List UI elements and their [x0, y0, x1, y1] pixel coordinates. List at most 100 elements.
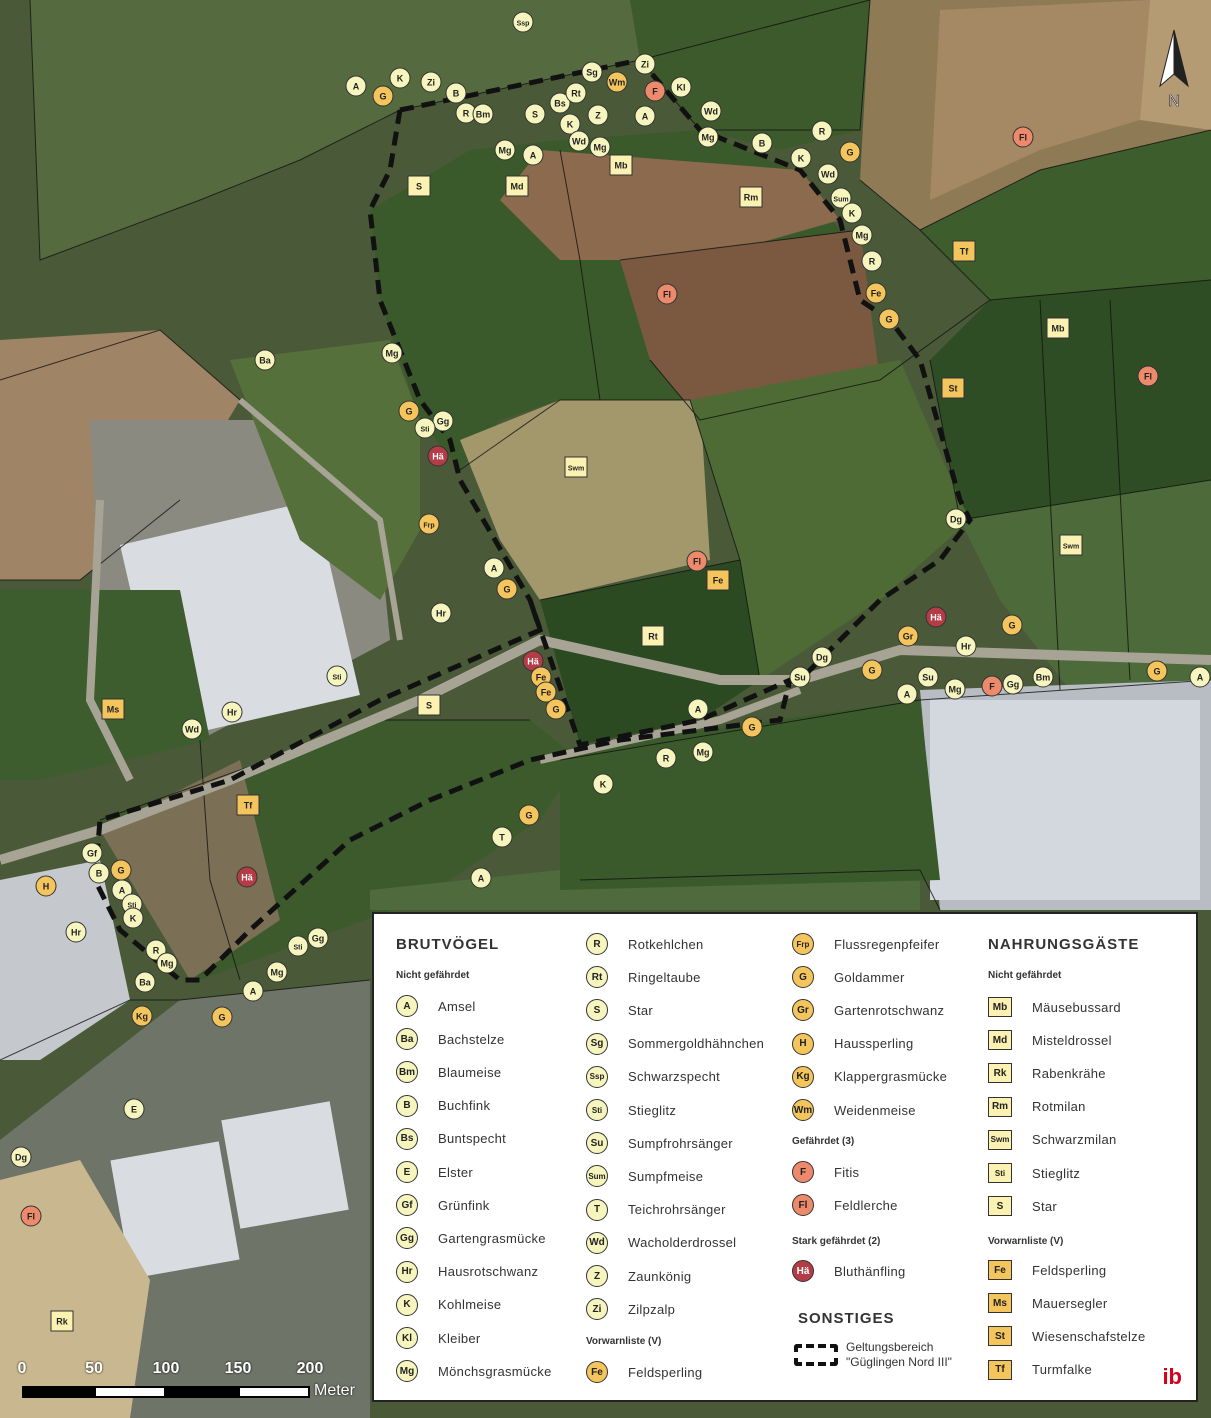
svg-text:Su: Su [922, 673, 934, 683]
species-marker-hr: Hr [955, 635, 977, 657]
species-marker-gf: Gf [81, 842, 103, 864]
svg-text:Hä: Hä [432, 452, 444, 462]
legend-symbol: Hr [396, 1260, 418, 1283]
north-arrow: N [1159, 29, 1189, 110]
legend-sub-nicht-gefaehrdet: Nicht gefährdet [396, 970, 470, 981]
legend-label: Weidenmeise [834, 1102, 916, 1118]
species-marker-hä: Hä [236, 866, 258, 888]
legend-symbol: Ms [988, 1293, 1012, 1314]
species-marker-g: G [741, 716, 763, 738]
species-marker-dg: Dg [811, 646, 833, 668]
svg-text:Mg: Mg [271, 968, 284, 978]
legend-symbol: Wd [586, 1231, 608, 1254]
legend-label: Star [1032, 1198, 1058, 1214]
legend-item-boundary: Geltungsbereich "Güglingen Nord III" [794, 1340, 976, 1369]
species-marker-su: Su [917, 666, 939, 688]
svg-text:Gg: Gg [437, 417, 450, 427]
species-marker-dg: Dg [945, 508, 967, 530]
legend-label: Sommergoldhähnchen [628, 1036, 765, 1052]
species-marker-f: F [981, 675, 1003, 697]
species-marker-a: A [483, 557, 505, 579]
legend-symbol: Fl [792, 1194, 814, 1216]
species-marker-g: G [861, 659, 883, 681]
svg-text:Dg: Dg [816, 653, 828, 663]
legend-item-h: H Haussperling [792, 1031, 913, 1057]
svg-text:Mg: Mg [386, 349, 399, 359]
legend-symbol: Sti [988, 1163, 1012, 1183]
species-marker-kg: Kg [131, 1005, 153, 1027]
svg-text:Wd: Wd [704, 107, 718, 117]
species-marker-hä: Hä [427, 445, 449, 467]
legend-symbol: Su [586, 1132, 608, 1155]
species-marker-gr: Gr [897, 625, 919, 647]
legend-symbol: E [396, 1161, 418, 1183]
legend-symbol: Bm [396, 1061, 418, 1084]
legend-symbol: H [792, 1032, 814, 1055]
svg-text:Dg: Dg [15, 1153, 27, 1163]
nahrungsgast-marker-md: Md [505, 175, 529, 197]
species-marker-mg: Mg [851, 224, 873, 246]
svg-text:Mb: Mb [615, 161, 628, 171]
species-marker-sum: Sum [830, 187, 852, 209]
species-marker-g: G [878, 308, 900, 330]
svg-text:S: S [426, 701, 432, 711]
svg-text:Gg: Gg [1007, 680, 1020, 690]
svg-text:Rt: Rt [571, 89, 581, 99]
svg-text:Swm: Swm [568, 466, 584, 473]
legend-symbol: Swm [988, 1129, 1012, 1150]
species-marker-g: G [211, 1006, 233, 1028]
species-marker-bm: Bm [1032, 666, 1054, 688]
north-label: N [1168, 93, 1180, 110]
species-marker-wm: Wm [606, 71, 628, 93]
nahrungsgast-marker-tf: Tf [236, 794, 260, 816]
svg-text:Zi: Zi [641, 60, 649, 70]
svg-text:A: A [353, 82, 360, 92]
svg-text:A: A [119, 886, 126, 896]
legend-label: Stieglitz [628, 1102, 677, 1118]
species-marker-mg: Mg [589, 136, 611, 158]
species-marker-sg: Sg [581, 61, 603, 83]
svg-text:G: G [552, 705, 559, 715]
species-marker-a: A [634, 105, 656, 127]
svg-text:B: B [759, 139, 766, 149]
legend-label: Haussperling [834, 1036, 914, 1052]
legend-sub-vorwarnliste: Vorwarnliste (V) [586, 1336, 662, 1347]
svg-text:Mg: Mg [697, 748, 710, 758]
svg-text:G: G [846, 148, 853, 158]
species-marker-k: K [592, 773, 614, 795]
legend-symbol: K [396, 1293, 418, 1316]
species-marker-sti: Sti [326, 665, 348, 687]
svg-text:Bm: Bm [1036, 673, 1051, 683]
species-marker-sti: Sti [414, 417, 436, 439]
legend-label: Blaumeise [438, 1064, 502, 1080]
svg-text:B: B [96, 869, 103, 879]
svg-text:K: K [567, 120, 574, 130]
legend-symbol: Kl [396, 1327, 418, 1349]
svg-text:G: G [1153, 667, 1160, 677]
svg-text:G: G [503, 585, 510, 595]
species-marker-mg: Mg [381, 342, 403, 364]
legend-symbol: St [988, 1326, 1012, 1347]
svg-text:Kl: Kl [677, 83, 686, 93]
legend-symbol: Kg [792, 1065, 814, 1088]
svg-text:Hä: Hä [241, 873, 253, 883]
species-marker-b: B [445, 82, 467, 104]
species-marker-mg: Mg [692, 741, 714, 763]
species-marker-dg: Dg [10, 1146, 32, 1168]
svg-text:A: A [250, 987, 257, 997]
